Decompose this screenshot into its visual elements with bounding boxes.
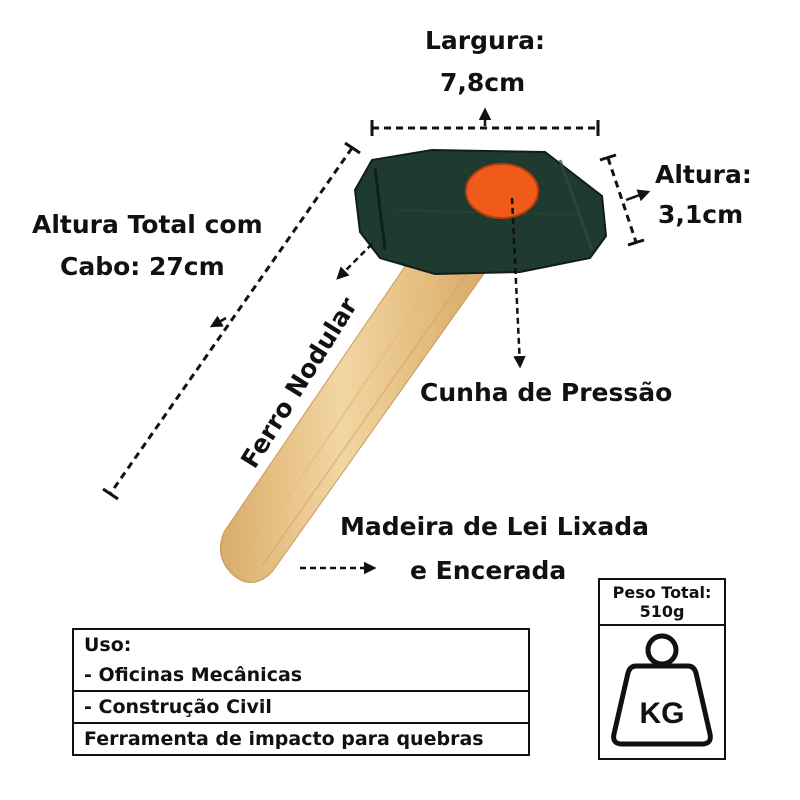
total-height-dimension-line xyxy=(108,147,354,495)
total-height-line2: Cabo: 27cm xyxy=(60,252,225,281)
material-pointer-arrow xyxy=(336,243,373,280)
weight-value: 510g xyxy=(639,602,685,621)
weight-icon-text: KG xyxy=(640,697,685,730)
width-value: 7,8cm xyxy=(440,68,526,97)
usage-title: Uso: xyxy=(84,634,132,656)
weight-header: Peso Total: 510g xyxy=(600,580,724,626)
pressure-wedge xyxy=(465,163,539,219)
wedge-pointer-arrow xyxy=(510,197,526,369)
hammer-head xyxy=(353,148,608,276)
wood-line1: Madeira de Lei Lixada xyxy=(340,512,650,541)
weight-kg-icon: KG xyxy=(611,633,713,747)
usage-box: Uso: - Oficinas Mecânicas - Construção C… xyxy=(72,628,530,756)
total-height-line1: Altura Total com xyxy=(32,210,263,239)
width-title: Largura: xyxy=(425,26,546,55)
wood-line2: e Encerada xyxy=(410,556,567,585)
usage-item: - Oficinas Mecânicas xyxy=(84,664,303,686)
weight-box: Peso Total: 510g KG xyxy=(598,578,726,760)
weight-title: Peso Total: xyxy=(612,583,712,602)
wedge-label: Cunha de Pressão xyxy=(420,378,673,407)
height-value: 3,1cm xyxy=(658,200,744,229)
height-dimension-line xyxy=(606,157,638,243)
usage-item: - Construção Civil xyxy=(74,690,528,722)
height-title: Altura: xyxy=(655,160,752,189)
wooden-handle xyxy=(219,261,489,583)
usage-footer: Ferramenta de impacto para quebras xyxy=(74,722,528,754)
